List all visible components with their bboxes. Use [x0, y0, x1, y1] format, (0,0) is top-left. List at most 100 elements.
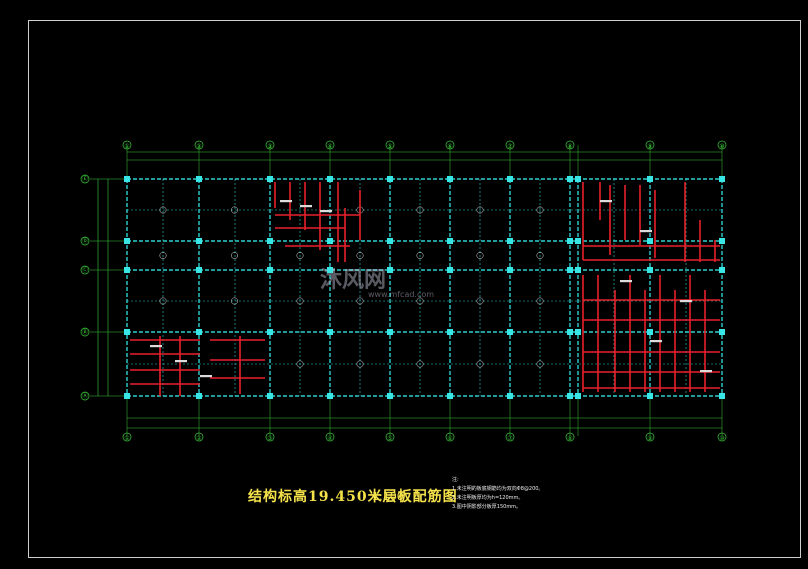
- column: [327, 176, 333, 182]
- column: [647, 393, 653, 399]
- column: [124, 329, 130, 335]
- column: [719, 267, 725, 273]
- column: [719, 393, 725, 399]
- slab-marker: [476, 252, 484, 259]
- column: [387, 393, 393, 399]
- watermark: 沐风网: [320, 268, 387, 293]
- drawing-notes: 注: 1.未注明的板底钢筋均为双向Φ8@200。 2.未注明板厚均为h=120m…: [452, 476, 543, 512]
- column: [507, 329, 513, 335]
- slab-marker: [159, 252, 167, 259]
- grid-label: ⑩: [719, 435, 724, 442]
- column: [447, 238, 453, 244]
- column: [567, 267, 573, 273]
- column: [447, 329, 453, 335]
- column: [196, 329, 202, 335]
- rebar-annotation: [150, 345, 162, 348]
- grid-bubble: [565, 140, 575, 150]
- column: [124, 238, 130, 244]
- grid-bubble: [445, 140, 455, 150]
- grid-label: Ⓓ: [82, 237, 88, 245]
- column: [647, 267, 653, 273]
- grid-bubble: [717, 432, 727, 442]
- column: [196, 238, 202, 244]
- column: [327, 238, 333, 244]
- grid-label: ④: [327, 143, 332, 150]
- grid-label: ①: [124, 435, 129, 442]
- column: [507, 393, 513, 399]
- column: [647, 176, 653, 182]
- rebar-annotation: [280, 200, 292, 203]
- grid-bubble: [80, 174, 90, 184]
- slab-marker: [536, 297, 544, 305]
- slab-marker: [356, 297, 364, 305]
- grid-bubble: [325, 432, 335, 442]
- grid-bubble: [445, 432, 455, 442]
- slab-marker: [536, 206, 544, 214]
- grid-bubble: [122, 432, 132, 442]
- rebar-annotation: [680, 300, 692, 303]
- column: [387, 329, 393, 335]
- slab-marker: [416, 206, 424, 214]
- grid-bubble: [80, 265, 90, 275]
- column: [196, 176, 202, 182]
- grid-bubble: [505, 140, 515, 150]
- grid-bubble: [565, 432, 575, 442]
- column: [647, 238, 653, 244]
- column: [327, 329, 333, 335]
- column: [507, 267, 513, 273]
- grid-label: ④: [327, 435, 332, 442]
- grid-bubble: [265, 432, 275, 442]
- slab-marker: [231, 297, 238, 305]
- grid-label: ⑥: [447, 435, 452, 442]
- column: [567, 329, 573, 335]
- grid-bubble: [645, 432, 655, 442]
- grid-label: ②: [196, 435, 202, 442]
- grid-label: ⑨: [647, 143, 652, 150]
- watermark-url: www.mfcad.com: [368, 290, 435, 299]
- column: [327, 267, 333, 273]
- grid-bubble: [194, 140, 204, 150]
- column: [575, 267, 581, 273]
- rebar-annotation: [700, 370, 712, 373]
- grid-bubble: [385, 140, 395, 150]
- notes-heading: 注:: [452, 477, 459, 483]
- slab-marker: [536, 360, 544, 368]
- column: [575, 393, 581, 399]
- rebar-annotation: [200, 375, 212, 378]
- slab-marker: [416, 360, 424, 368]
- slab-marker: [416, 297, 424, 305]
- grid-label: Ⓒ: [82, 266, 88, 274]
- grid-label: Ⓑ: [82, 328, 88, 336]
- rebar-annotation: [320, 210, 332, 213]
- grid-bubble: [385, 432, 395, 442]
- note-line: 1.未注明的板底钢筋均为双向Φ8@200。: [452, 486, 544, 492]
- slab-marker: [159, 297, 167, 305]
- note-line: 3.图中阴影部分板厚150mm。: [452, 504, 522, 510]
- column: [267, 329, 273, 335]
- grid-label: ⑨: [647, 435, 652, 442]
- grid-bubble: [645, 140, 655, 150]
- note-line: 2.未注明板厚均为h=120mm。: [452, 495, 524, 501]
- column: [387, 238, 393, 244]
- rebar-annotation: [640, 230, 652, 233]
- column: [719, 176, 725, 182]
- column: [447, 267, 453, 273]
- slab-marker: [416, 252, 424, 259]
- slab-marker: [356, 252, 364, 259]
- column: [267, 393, 273, 399]
- column: [267, 238, 273, 244]
- column: [196, 393, 202, 399]
- column: [575, 238, 581, 244]
- grid-label: ⑧: [567, 143, 572, 150]
- grid-bubble: [80, 327, 90, 337]
- grid-bubble: [265, 140, 275, 150]
- drawing-frame: [28, 20, 801, 558]
- slab-marker: [296, 252, 304, 259]
- grid-bubble: [80, 391, 90, 401]
- grid-label: ②: [196, 143, 202, 150]
- slab-marker: [476, 206, 484, 214]
- slab-marker: [296, 360, 304, 368]
- grid-label: ⑦: [507, 435, 513, 442]
- column: [196, 267, 202, 273]
